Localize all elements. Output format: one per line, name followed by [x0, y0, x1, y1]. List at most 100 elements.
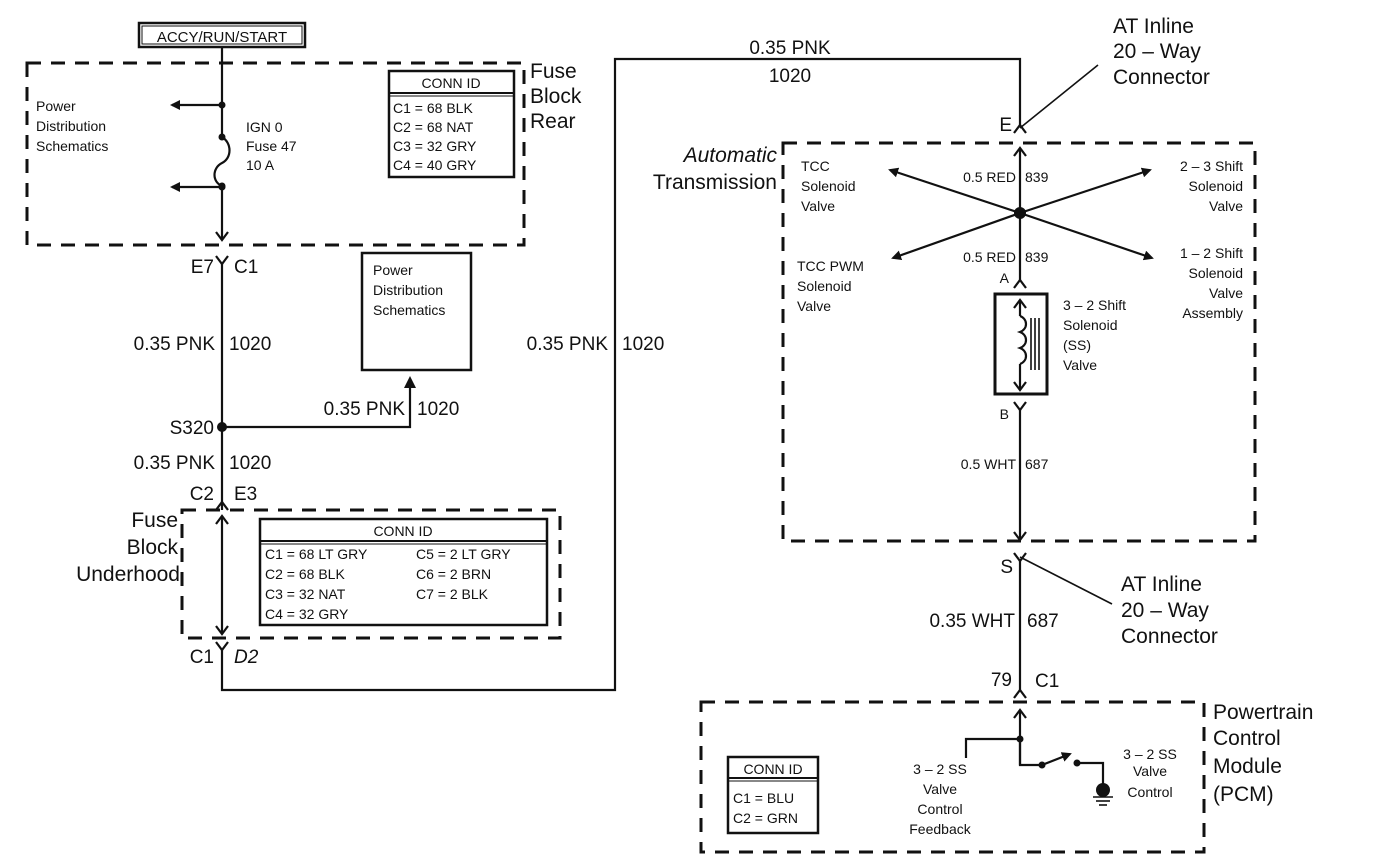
svg-text:E: E — [999, 115, 1012, 136]
wire-color-label: 0.5 WHT — [961, 456, 1017, 472]
svg-text:Rear: Rear — [530, 110, 576, 133]
svg-text:79: 79 — [991, 670, 1012, 691]
fuse-block-rear-outline — [25, 61, 526, 247]
svg-text:Block: Block — [127, 536, 179, 559]
svg-text:C2 = GRN: C2 = GRN — [733, 810, 798, 826]
at-inline-connector-bottom: S AT Inline 20 – Way Connector — [1000, 552, 1218, 648]
fuse-block-underhood-title: Fuse Block Underhood — [76, 509, 180, 586]
shift-3-2-label: 3 – 2 Shift Solenoid (SS) Valve — [1063, 297, 1126, 373]
circuit-number-label: 1020 — [229, 334, 271, 355]
svg-text:Fuse: Fuse — [131, 509, 178, 532]
svg-text:TCC PWM: TCC PWM — [797, 258, 864, 274]
svg-text:3 – 2 SS: 3 – 2 SS — [913, 761, 967, 777]
svg-text:Valve: Valve — [923, 781, 957, 797]
automatic-transmission-outline — [781, 141, 1257, 543]
fuse-symbol — [213, 136, 231, 188]
circuit-number-label: 1020 — [622, 334, 664, 355]
arrow-tcc-solenoid — [888, 167, 1021, 215]
svg-text:Valve: Valve — [1063, 357, 1097, 373]
svg-text:C2 = 68 BLK: C2 = 68 BLK — [265, 566, 345, 582]
wire-color-label: 0.35 PNK — [527, 334, 609, 355]
svg-text:Valve: Valve — [1209, 198, 1243, 214]
svg-text:Underhood: Underhood — [76, 563, 180, 586]
wire-color-label: 0.35 PNK — [134, 453, 216, 474]
circuit-number-label: 839 — [1025, 169, 1049, 185]
svg-text:E7: E7 — [191, 257, 214, 278]
wire-color-label: 0.35 PNK — [749, 38, 831, 59]
svg-text:C5 = 2 LT GRY: C5 = 2 LT GRY — [416, 546, 511, 562]
wire-color-label: 0.5 RED — [963, 249, 1016, 265]
ground-icon — [1093, 783, 1113, 806]
circuit-number-label: 687 — [1027, 611, 1059, 632]
svg-text:Fuse: Fuse — [530, 60, 577, 83]
svg-text:Connector: Connector — [1121, 625, 1218, 648]
tcc-solenoid-label: TCC Solenoid Valve — [801, 158, 856, 214]
svg-text:Power: Power — [373, 262, 413, 278]
shift-3-2-solenoid — [993, 292, 1049, 396]
svg-text:C1: C1 — [234, 257, 258, 278]
circuit-number-label: 839 — [1025, 249, 1049, 265]
connector-79-c1: 79 C1 — [991, 670, 1059, 699]
fuse-block-underhood-outline — [180, 508, 562, 640]
svg-text:Transmission: Transmission — [653, 171, 777, 194]
pin-a-label: A — [1000, 270, 1010, 286]
svg-text:Connector: Connector — [1113, 66, 1210, 89]
svg-text:C4 = 40 GRY: C4 = 40 GRY — [393, 157, 477, 173]
svg-text:Valve: Valve — [801, 198, 835, 214]
svg-text:C1: C1 — [190, 647, 214, 668]
wire-color-label: 0.35 PNK — [324, 399, 406, 420]
connector-c2-e3: C2 E3 — [190, 484, 257, 511]
svg-text:C1 = 68 LT GRY: C1 = 68 LT GRY — [265, 546, 368, 562]
coil-icon — [1016, 314, 1028, 366]
svg-text:Distribution: Distribution — [36, 118, 106, 134]
shift-1-2-label: 1 – 2 Shift Solenoid Valve Assembly — [1180, 245, 1243, 321]
svg-text:Powertrain: Powertrain — [1213, 701, 1313, 724]
svg-text:C2: C2 — [190, 484, 214, 505]
svg-text:Automatic: Automatic — [682, 144, 778, 167]
power-distribution-box: Power Distribution Schematics — [360, 251, 473, 372]
svg-text:AT Inline: AT Inline — [1113, 15, 1194, 38]
svg-text:Valve: Valve — [1133, 763, 1167, 779]
svg-text:Fuse 47: Fuse 47 — [246, 138, 297, 154]
svg-text:3 – 2 Shift: 3 – 2 Shift — [1063, 297, 1126, 313]
feedback-label: 3 – 2 SS Valve Control Feedback — [909, 761, 971, 837]
fuse-label: IGN 0 Fuse 47 10 A — [246, 119, 297, 173]
conn-id-table-rear: CONN ID C1 = 68 BLK C2 = 68 NAT C3 = 32 … — [387, 69, 516, 179]
svg-text:C6 = 2 BRN: C6 = 2 BRN — [416, 566, 491, 582]
svg-text:Schematics: Schematics — [373, 302, 445, 318]
svg-text:(SS): (SS) — [1063, 337, 1091, 353]
arrow-tcc-pwm — [891, 211, 1021, 261]
wire-color-label: 0.35 WHT — [929, 611, 1015, 632]
automatic-transmission-title: Automatic Transmission — [653, 144, 778, 194]
connector-c1-d2: C1 D2 — [190, 641, 259, 668]
svg-text:Solenoid: Solenoid — [797, 278, 852, 294]
at-inline-connector-top: E AT Inline 20 – Way Connector — [999, 15, 1210, 136]
pin-b-label: B — [1000, 406, 1009, 422]
shift-2-3-label: 2 – 3 Shift Solenoid Valve — [1180, 158, 1243, 214]
wire-1020-long — [220, 57, 1022, 692]
svg-text:C4 = 32 GRY: C4 = 32 GRY — [265, 606, 349, 622]
arrow-to-power-distribution — [404, 376, 416, 388]
feedback-line — [964, 737, 1020, 758]
conn-id-table-underhood: CONN ID C1 = 68 LT GRY C2 = 68 BLK C3 = … — [258, 517, 549, 627]
svg-text:Solenoid: Solenoid — [801, 178, 856, 194]
svg-text:Valve: Valve — [1209, 285, 1243, 301]
ignition-source-box: ACCY/RUN/START — [137, 21, 307, 49]
pcm-outline — [699, 700, 1206, 854]
circuit-number-label: 1020 — [229, 453, 271, 474]
svg-text:AT Inline: AT Inline — [1121, 573, 1202, 596]
svg-text:IGN 0: IGN 0 — [246, 119, 283, 135]
svg-text:C1 = 68 BLK: C1 = 68 BLK — [393, 100, 473, 116]
svg-text:Module: Module — [1213, 755, 1282, 778]
svg-text:Valve: Valve — [797, 298, 831, 314]
svg-text:20 – Way: 20 – Way — [1121, 599, 1209, 622]
wire-color-label: 0.5 RED — [963, 169, 1016, 185]
power-distribution-label-rear: Power Distribution Schematics — [36, 98, 108, 154]
svg-text:Control: Control — [1213, 727, 1281, 750]
svg-text:Control: Control — [917, 801, 962, 817]
svg-text:C7 = 2 BLK: C7 = 2 BLK — [416, 586, 489, 602]
svg-text:C2 = 68 NAT: C2 = 68 NAT — [393, 119, 474, 135]
svg-text:20 – Way: 20 – Way — [1113, 40, 1201, 63]
svg-text:Distribution: Distribution — [373, 282, 443, 298]
